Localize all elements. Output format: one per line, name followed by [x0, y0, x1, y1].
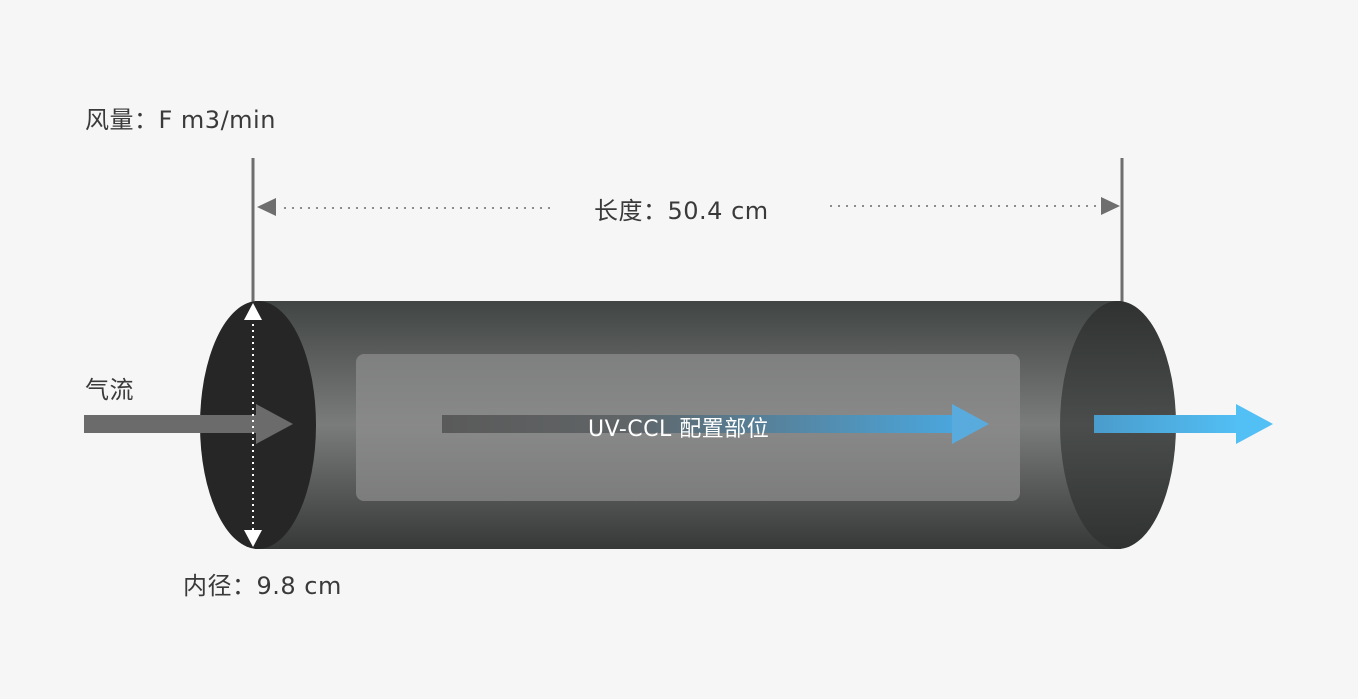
length-arrowhead-left — [257, 198, 276, 216]
airflow-rate-label: 风量：F m3/min — [85, 106, 276, 134]
inner-diameter-label: 内径：9.8 cm — [183, 572, 342, 600]
diameter-arrowhead-top — [244, 303, 262, 320]
length-dimension-line — [257, 197, 1120, 216]
inlet-arrow — [84, 404, 293, 444]
length-label: 长度：50.4 cm — [594, 197, 769, 225]
uv-ccl-section-label: UV-CCL 配置部位 — [588, 417, 770, 442]
outlet-arrow — [1094, 404, 1273, 444]
length-arrowhead-right — [1101, 197, 1120, 215]
diameter-dimension-line — [244, 303, 262, 547]
airflow-label: 气流 — [85, 376, 134, 404]
inner-flow-arrow — [442, 404, 989, 444]
diameter-arrowhead-bottom — [244, 530, 262, 547]
